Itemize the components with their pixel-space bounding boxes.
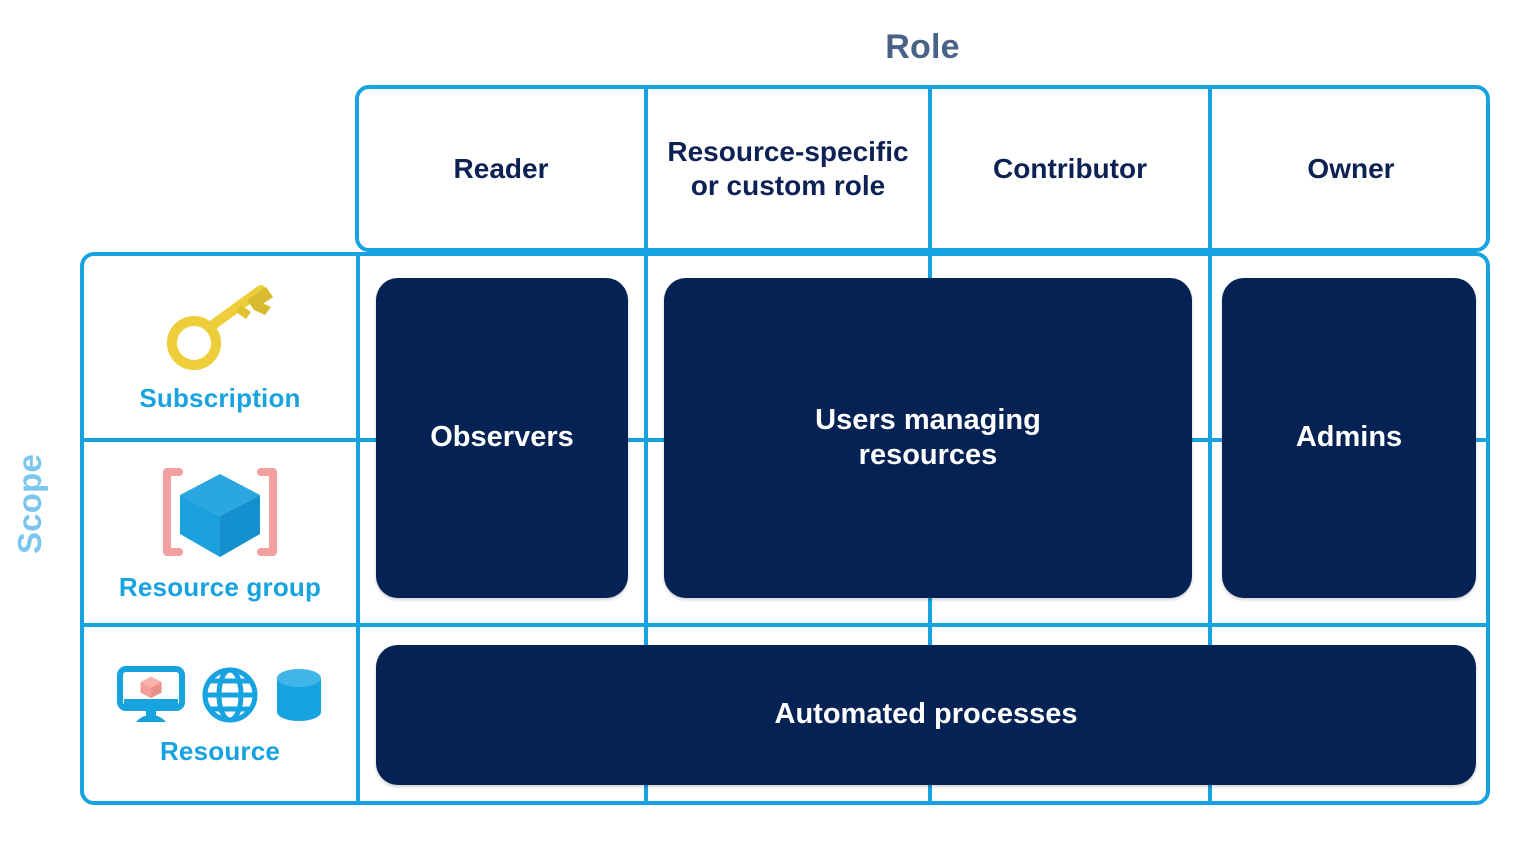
body-divider-1 [644, 252, 648, 805]
card-users-managing-resources-label: Users managing resources [815, 403, 1041, 471]
database-icon [273, 664, 325, 726]
card-observers-label: Observers [430, 421, 574, 454]
body-divider-scope [356, 252, 360, 805]
header-divider-3 [1208, 85, 1212, 252]
header-divider-2 [928, 85, 932, 252]
cube-in-brackets-icon [155, 462, 285, 562]
column-header-resource-specific-label: Resource-specific or custom role [667, 136, 909, 201]
scope-row-resource-label: Resource [159, 735, 281, 766]
row-divider-2 [80, 623, 1490, 627]
role-header-frame [355, 85, 1490, 252]
body-divider-3 [1208, 252, 1212, 805]
globe-icon [201, 666, 259, 724]
key-icon [161, 281, 279, 373]
column-header-owner: Owner [1212, 85, 1490, 252]
card-admins-label: Admins [1295, 421, 1403, 454]
column-header-reader-label: Reader [453, 152, 549, 184]
scope-row-subscription: Subscription [84, 256, 356, 438]
scope-row-resource-group-label: Resource group [118, 572, 322, 602]
column-header-owner-label: Owner [1307, 152, 1395, 184]
card-users-managing-resources[interactable]: Users managing resources [664, 278, 1192, 598]
card-observers[interactable]: Observers [376, 278, 628, 598]
column-header-reader: Reader [358, 85, 644, 252]
monitor-icon [115, 664, 187, 726]
resource-icon-group [115, 664, 325, 726]
header-divider-1 [644, 85, 648, 252]
column-header-contributor: Contributor [932, 85, 1208, 252]
column-header-contributor-label: Contributor [993, 152, 1147, 184]
scope-row-resource: Resource [84, 627, 356, 803]
card-admins[interactable]: Admins [1222, 278, 1476, 598]
column-header-resource-specific: Resource-specific or custom role [648, 85, 928, 252]
scope-row-resource-group: Resource group [84, 442, 356, 623]
matrix-body-frame [80, 252, 1490, 805]
scope-row-subscription-label: Subscription [139, 382, 301, 413]
scope-axis-title: Scope [11, 453, 48, 555]
card-automated-processes[interactable]: Automated processes [376, 645, 1476, 785]
role-axis-title: Role [885, 28, 960, 66]
card-automated-processes-label: Automated processes [774, 698, 1078, 731]
